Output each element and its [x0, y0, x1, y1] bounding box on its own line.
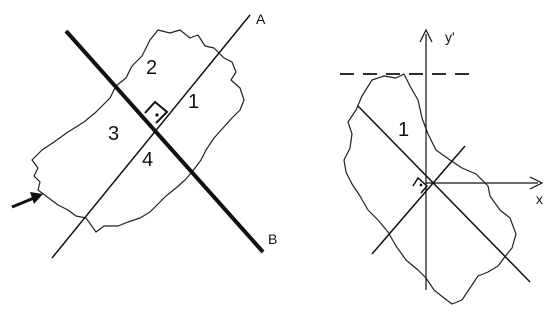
- line-b: [64, 29, 265, 254]
- left-panel: 1 2 3 4 A B: [11, 11, 277, 259]
- right-angle-dot: [155, 113, 159, 117]
- arrow-head: [30, 192, 43, 204]
- region-label-3: 3: [108, 123, 119, 145]
- arrow-shaft: [11, 196, 35, 209]
- left-irregular-shape: [31, 29, 245, 233]
- line-a: [51, 14, 251, 259]
- region-label-1: 1: [188, 91, 199, 113]
- long-diagonal-line: [357, 105, 531, 283]
- right-region-label-1: 1: [398, 119, 409, 141]
- right-angle-marker-right: [412, 176, 429, 194]
- y-axis-arrowhead: [419, 28, 433, 43]
- line-label-b: B: [268, 231, 277, 247]
- y-axis-label: y': [445, 29, 455, 45]
- right-angle-marker: [144, 100, 169, 124]
- short-perpendicular-line: [371, 145, 466, 255]
- right-panel: 1 y' x: [340, 28, 544, 305]
- right-irregular-shape: [343, 73, 517, 305]
- region-label-2: 2: [146, 57, 157, 79]
- x-axis-label: x: [536, 191, 543, 207]
- region-label-4: 4: [142, 149, 153, 171]
- x-axis-arrowhead: [529, 176, 544, 190]
- right-angle-dot-right: [419, 183, 423, 187]
- line-label-a: A: [256, 11, 266, 27]
